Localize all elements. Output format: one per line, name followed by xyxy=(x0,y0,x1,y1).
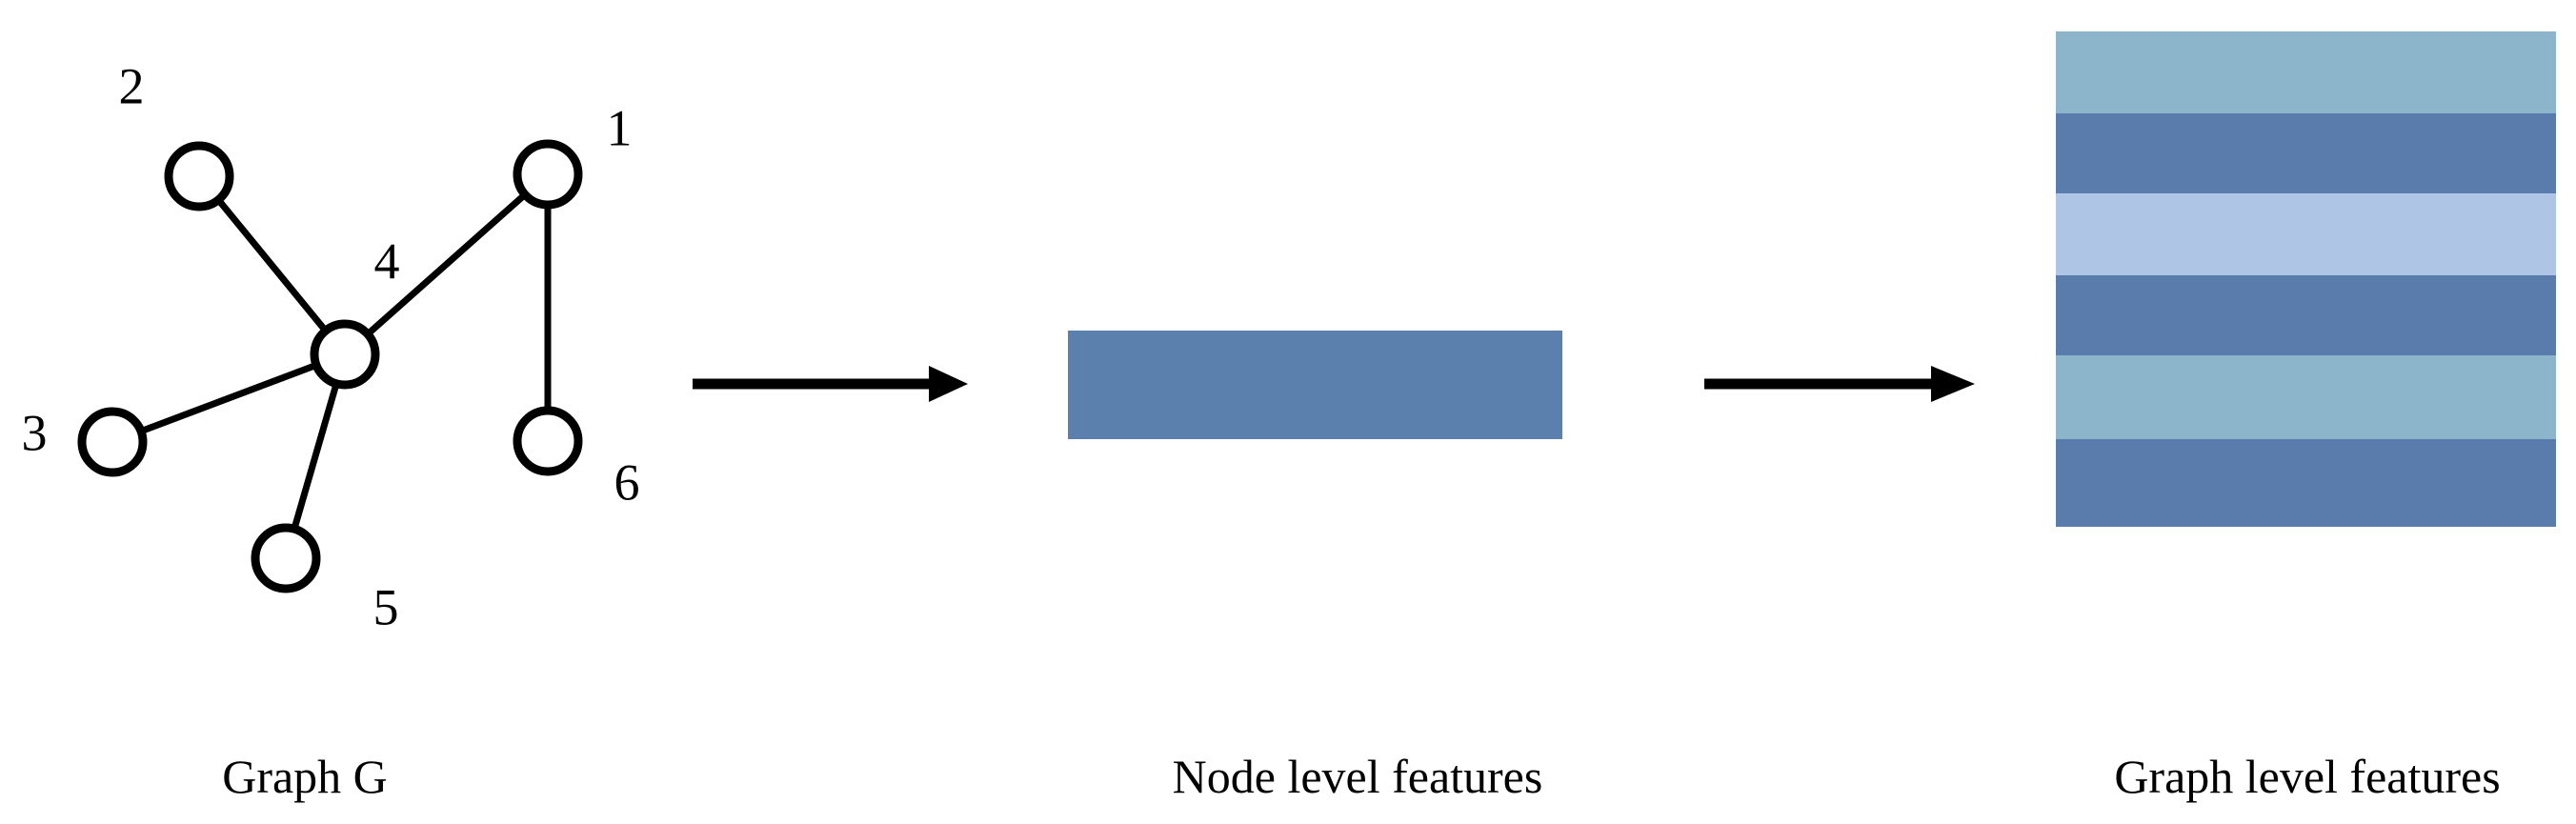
graph-node-2[interactable] xyxy=(164,141,234,211)
arrow-graph-to-node-icon xyxy=(693,366,968,402)
graph-feature-band-2 xyxy=(2056,113,2556,193)
graph-node-label-6: 6 xyxy=(614,453,640,511)
graph-edge-4-5 xyxy=(282,351,349,562)
graph-node-label-3: 3 xyxy=(22,404,48,461)
graph-node-label-5: 5 xyxy=(373,578,399,635)
graph-edge-2-4 xyxy=(195,172,349,358)
graph-edge-group xyxy=(109,171,552,562)
arrow-head xyxy=(1931,366,1975,402)
caption-graph-g: Graph G xyxy=(222,750,388,803)
graph-node-label-2: 2 xyxy=(119,57,145,114)
graph-feature-band-6 xyxy=(2056,439,2556,527)
graph-node-3[interactable] xyxy=(77,407,148,477)
arrow-node-to-graph-icon xyxy=(1704,366,1975,402)
graph-node-6[interactable] xyxy=(513,406,583,476)
graph-feature-band-3 xyxy=(2056,193,2556,275)
graph-node-1[interactable] xyxy=(513,139,583,210)
graph-edge-4-1 xyxy=(341,171,552,358)
graph-edge-3-4 xyxy=(109,351,349,446)
arrow-head xyxy=(929,366,968,402)
graph-node-group xyxy=(77,139,583,593)
graph-node-label-1: 1 xyxy=(607,99,633,156)
graph-feature-band-1 xyxy=(2056,31,2556,113)
graph-node-5[interactable] xyxy=(251,523,321,593)
graph-node-label-4: 4 xyxy=(374,232,400,290)
node-level-feature-block xyxy=(1068,331,1562,439)
graph-feature-band-4 xyxy=(2056,275,2556,355)
graph-g-drawing: 1 2 3 4 5 6 xyxy=(22,57,640,635)
graph-feature-band-5 xyxy=(2056,355,2556,439)
graph-node-4[interactable] xyxy=(310,319,380,390)
graph-level-feature-stack xyxy=(2056,31,2556,527)
caption-graph-level-features: Graph level features xyxy=(2114,750,2501,803)
graph-node-label-group: 1 2 3 4 5 6 xyxy=(22,57,640,635)
caption-node-level-features: Node level features xyxy=(1172,750,1543,803)
